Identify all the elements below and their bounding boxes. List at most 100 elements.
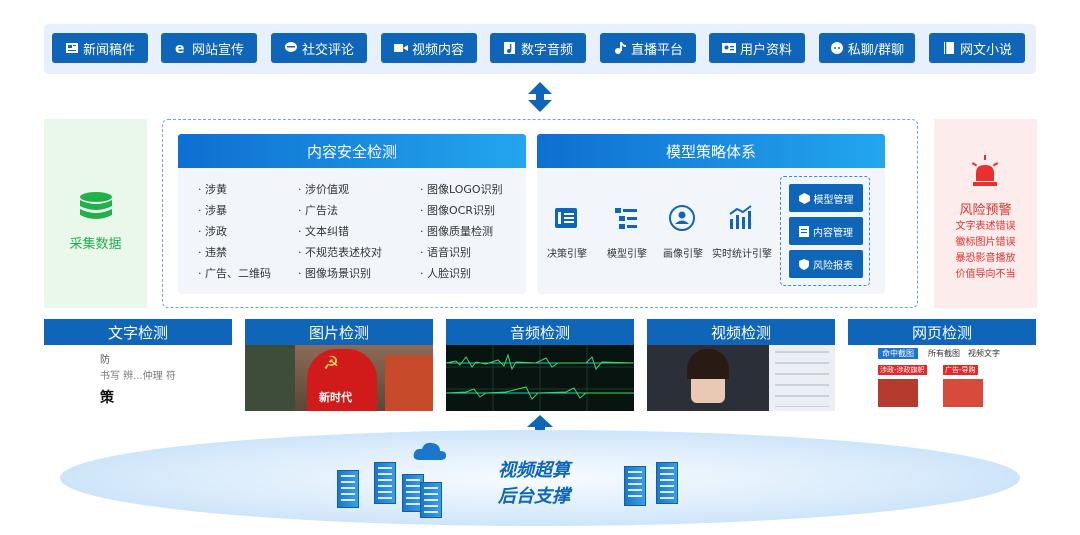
- source-label: 数字音频: [520, 42, 573, 58]
- server-icon: [624, 466, 646, 506]
- source-label: 私聊/群聊: [847, 42, 905, 58]
- content-management-button[interactable]: 内容管理: [789, 217, 863, 245]
- source-label: 新闻稿件: [82, 42, 135, 58]
- source-website-button[interactable]: e 网站宣传: [161, 33, 257, 63]
- book-icon: [943, 42, 954, 54]
- content-security-item: · 涉暴: [198, 204, 227, 217]
- model-strategy-panel: 模型策略体系 决策引擎 模型引擎 画像引擎 实时统计引擎 模型管理 内容管理 风…: [537, 134, 885, 294]
- web-tab-all[interactable]: 所有截图: [928, 349, 960, 358]
- video-comments: [775, 351, 829, 407]
- collect-data-panel: 采集数据: [44, 119, 147, 308]
- management-group: 模型管理 内容管理 风险报表: [780, 176, 870, 286]
- source-chat-button[interactable]: 私聊/群聊: [819, 33, 915, 63]
- model-management-button[interactable]: 模型管理: [789, 184, 863, 212]
- source-novel-button[interactable]: 网文小说: [929, 33, 1025, 63]
- svg-text:e: e: [175, 41, 185, 55]
- source-live-button[interactable]: 直播平台: [600, 33, 696, 63]
- source-social-button[interactable]: 社交评论: [271, 33, 367, 63]
- risk-title: 风险预警: [959, 203, 1012, 218]
- video-detection-title: 视频检测: [647, 319, 835, 345]
- text-detection-sample: 防 书写 辨...仲理 符 策: [44, 345, 232, 411]
- image-detection-sample: ☭ 新时代: [245, 345, 433, 411]
- risk-warning-panel: 风险预警 文字表述错误 徽标图片错误 暴恐影音播放 价值导向不当: [934, 119, 1037, 308]
- risk-line: 价值导向不当: [955, 269, 1016, 280]
- id-card-icon: [721, 43, 736, 53]
- backend-line: 视频超算: [498, 460, 570, 481]
- manager-label: 模型管理: [813, 194, 854, 206]
- source-user-button[interactable]: 用户资料: [709, 33, 805, 63]
- photo-object: [385, 355, 433, 411]
- engine-label: 实时统计引擎: [712, 249, 772, 260]
- alarm-light-icon: [971, 155, 999, 186]
- content-security-item: · 涉政: [198, 225, 227, 238]
- content-security-item: · 涉价值观: [298, 183, 349, 196]
- source-news-button[interactable]: 新闻稿件: [52, 33, 148, 63]
- group-chat-icon: [830, 42, 843, 54]
- source-label: 网站宣传: [191, 42, 244, 58]
- shield-icon: [799, 258, 809, 270]
- database-icon: [80, 192, 112, 219]
- newspaper-icon: [65, 43, 78, 53]
- content-security-item: · 人脸识别: [420, 267, 471, 280]
- risk-lines: 文字表述错误 徽标图片错误 暴恐影音播放 价值导向不当: [934, 219, 1037, 283]
- image-detection-title: 图片检测: [245, 319, 433, 345]
- risk-report-button[interactable]: 风险报表: [789, 250, 863, 278]
- web-tab-video-text[interactable]: 视频文字: [968, 349, 1000, 358]
- audio-detection-sample: [446, 345, 634, 411]
- content-security-item: · 图像LOGO识别: [420, 183, 503, 196]
- content-security-title: 内容安全检测: [178, 134, 526, 168]
- source-label: 社交评论: [301, 42, 354, 58]
- backend-support-base: [60, 430, 1020, 526]
- red-flag-shape: [307, 349, 377, 411]
- video-camera-icon: [393, 44, 408, 52]
- model-strategy-title: 模型策略体系: [537, 134, 885, 168]
- source-label: 直播平台: [630, 42, 683, 58]
- engine-label: 决策引擎: [547, 249, 587, 260]
- source-label: 用户资料: [739, 42, 792, 58]
- content-security-panel: 内容安全检测 · 涉黄 · 涉暴 · 涉政 · 违禁 · 广告、二维码 · 涉价…: [178, 134, 526, 294]
- core-frame: [162, 119, 918, 308]
- photo-background: [245, 345, 295, 411]
- emblem-icon: ☭: [323, 353, 340, 374]
- backend-title: 视频超算 后台支撑: [498, 458, 570, 510]
- manager-label: 内容管理: [813, 227, 853, 239]
- source-audio-button[interactable]: 数字音频: [490, 33, 586, 63]
- profile-icon: [669, 205, 695, 231]
- chat-icon: [284, 42, 297, 52]
- server-icon: [420, 482, 442, 518]
- audio-detection-title: 音频检测: [446, 319, 634, 345]
- cube-icon: [798, 192, 810, 204]
- model-list-icon: [615, 208, 637, 229]
- web-thumbnail: [878, 379, 918, 407]
- web-detection-title: 网页检测: [848, 319, 1036, 345]
- content-security-item: · 图像OCR识别: [420, 204, 495, 217]
- web-thumbnail: [943, 379, 983, 407]
- video-hair: [687, 349, 729, 379]
- text-detection-title: 文字检测: [44, 319, 232, 345]
- source-label: 网文小说: [959, 42, 1012, 58]
- source-label: 视频内容: [411, 42, 464, 58]
- web-hit-tag: 广告-导购: [943, 365, 978, 375]
- content-security-item: · 不规范表述校对: [298, 246, 382, 259]
- engine-label: 模型引擎: [607, 249, 647, 260]
- content-security-item: · 涉黄: [198, 183, 227, 196]
- content-security-item: · 语音识别: [420, 246, 471, 259]
- content-security-item: · 违禁: [198, 246, 227, 259]
- bidirectional-arrow-icon: [528, 82, 552, 112]
- risk-line: 暴恐影音播放: [955, 253, 1016, 264]
- source-video-button[interactable]: 视频内容: [381, 33, 477, 63]
- risk-line: 徽标图片错误: [955, 237, 1016, 248]
- waveform-icon: [446, 345, 634, 411]
- image-caption: 新时代: [319, 391, 352, 404]
- web-hit-tag: 涉政-涉政旗帜: [878, 365, 927, 375]
- engine-label: 画像引擎: [663, 249, 703, 260]
- content-security-item: · 文本纠错: [298, 225, 349, 238]
- text-sample-line: 防: [100, 355, 110, 366]
- backend-line: 后台支撑: [498, 486, 570, 507]
- risk-line: 文字表述错误: [955, 221, 1016, 232]
- stats-chart-icon: [729, 205, 752, 229]
- content-security-item: · 广告、二维码: [198, 267, 271, 280]
- source-bar: 新闻稿件 e 网站宣传 社交评论 视频内容 数字音频 直播平台 用户资料 私聊/…: [44, 24, 1036, 74]
- music-file-icon: [503, 42, 515, 54]
- web-tab-hits[interactable]: 命中截图: [878, 348, 918, 359]
